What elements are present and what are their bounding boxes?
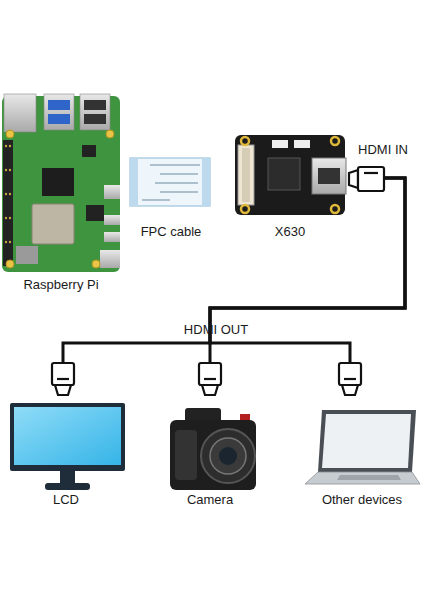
node-label: LCD [5,492,127,508]
laptop [305,410,420,484]
hdmi-plug [52,363,74,395]
hdmi-cable [210,178,405,396]
node-label: Raspberry Pi [0,277,122,293]
cable-illustration: FPC cable [128,155,214,240]
raspberry-pi-board [2,94,120,272]
node-label: Camera [160,492,260,508]
hdmi-plug [349,167,384,191]
device-illustration: Raspberry Pi [0,92,122,293]
hdmi-cable [210,178,405,396]
camera-body [170,408,256,490]
node-label: X630 [232,224,348,240]
x630-board [235,135,346,215]
hdmi-cable [63,178,405,396]
hdmi-plug [339,363,361,395]
port-label: HDMI OUT [184,322,248,338]
port-label: HDMI IN [358,142,408,158]
node-label: Other devices [300,492,424,508]
board-illustration: X630 [232,132,348,240]
device-illustration: Other devices [300,396,424,508]
device-illustration: Camera [160,396,260,508]
fpc-cable-strip [130,158,210,206]
hdmi-plug [199,363,221,395]
device-illustration: LCD [5,396,127,508]
node-label: FPC cable [128,224,214,240]
lcd-monitor [10,403,125,490]
